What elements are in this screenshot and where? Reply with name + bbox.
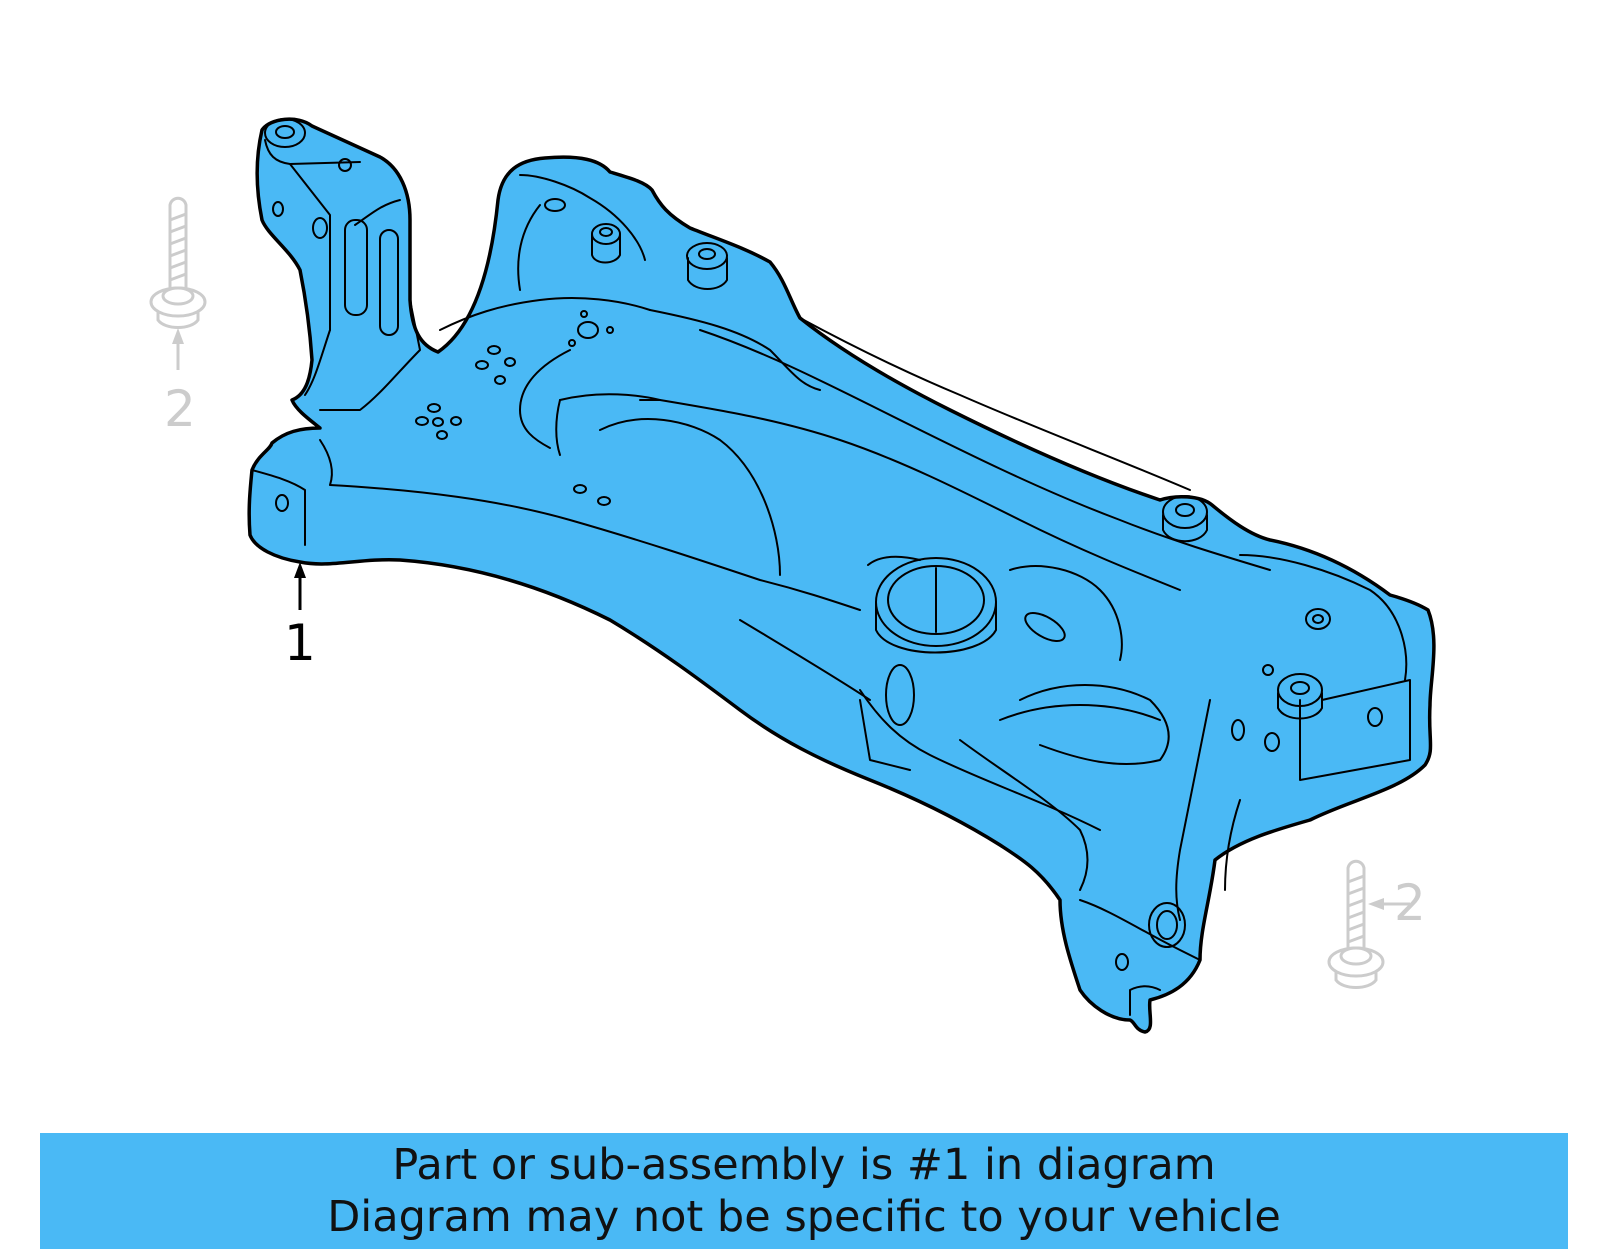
- subframe-part: [247, 117, 1436, 1034]
- callout-number-bolt-right: 2: [1394, 874, 1426, 932]
- callout-arrow-1: [294, 562, 306, 610]
- banner-line-disclaimer: Diagram may not be specific to your vehi…: [327, 1192, 1281, 1242]
- bolt-icon: [1327, 859, 1385, 989]
- callout-number-bolt-left: 2: [164, 380, 196, 438]
- info-banner: Part or sub-assembly is #1 in diagram Di…: [40, 1133, 1568, 1249]
- parts-diagram: [149, 117, 1436, 1034]
- bolt-callout-arrow-left: [172, 328, 184, 370]
- callout-number-part-1: 1: [284, 614, 316, 672]
- bolt-callout-arrow-right: [1368, 898, 1410, 910]
- banner-line-part: Part or sub-assembly is #1 in diagram: [392, 1140, 1216, 1190]
- bolt-icon: [149, 196, 207, 329]
